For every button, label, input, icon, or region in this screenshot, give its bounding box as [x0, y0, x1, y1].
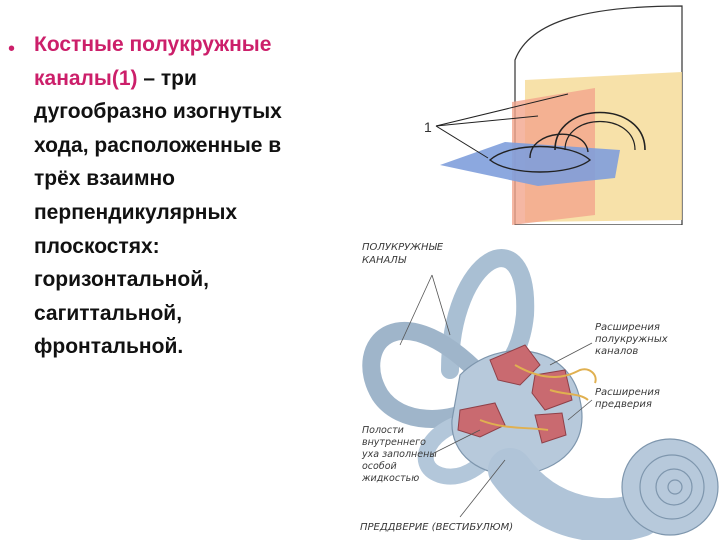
cochlea-turn-2	[655, 468, 693, 506]
cochlea-tube	[488, 448, 662, 540]
horizontal-plane	[440, 142, 620, 186]
arrow-3	[435, 125, 489, 159]
pointer-vestibule-ext	[567, 399, 593, 421]
term-highlight: Костные полукружные каналы(1)	[34, 33, 272, 90]
description-text: – три дугообразно изогнутых хода, распол…	[34, 66, 282, 359]
canal-arc-4	[488, 145, 592, 173]
arrow-1	[435, 93, 569, 127]
posterior-canal	[362, 321, 499, 428]
cochlea-turn-3	[667, 479, 683, 495]
inner-ear-diagram: ПОЛУКРУЖНЫЕ КАНАЛЫ Расширения полукружны…	[360, 242, 719, 540]
nerve-2	[549, 389, 589, 401]
canal-arc-2	[564, 121, 636, 151]
canal-arc-3	[529, 133, 589, 159]
pointer-cavities	[429, 429, 481, 456]
label-vestibule: ПРЕДДВЕРИЕ (ВЕСТИБУЛЮМ)	[360, 522, 513, 533]
pointer-canals-2	[399, 274, 433, 346]
pointer-canals-1	[431, 274, 451, 336]
ampulla-4	[534, 412, 567, 444]
arrow-2	[435, 115, 539, 127]
nerve-3	[479, 419, 549, 431]
description-paragraph: Костные полукружные каналы(1) – три дуго…	[34, 28, 328, 364]
pointer-ampullae	[549, 342, 593, 366]
label-1: 1	[424, 119, 432, 135]
label-ampullae: Расширения полукружных каналов	[595, 322, 671, 357]
planes-diagram: 1	[424, 5, 683, 225]
nerve-1	[514, 364, 597, 384]
bullet: •	[8, 38, 16, 60]
label-vestibule-ext: Расширения предверия	[595, 387, 663, 410]
label-canals: ПОЛУКРУЖНЫЕ КАНАЛЫ	[362, 242, 446, 266]
text-block: • Костные полукружные каналы(1) – три ду…	[8, 28, 328, 385]
pointer-vestibule	[459, 459, 506, 518]
cochlea-turn-1	[639, 454, 705, 520]
label-cavities: Полости внутреннего уха заполнены особой…	[361, 425, 440, 484]
